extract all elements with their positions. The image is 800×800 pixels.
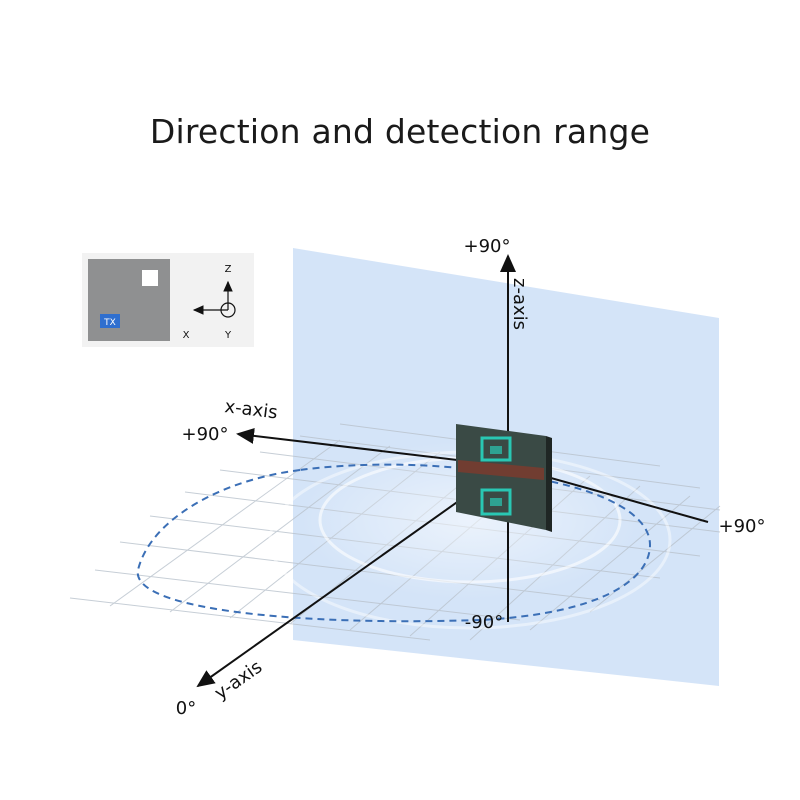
orientation-inset: TX Z X Y [82, 253, 254, 347]
x-axis-right-label: +90° [719, 516, 766, 537]
inset-y-label: Y [224, 330, 232, 341]
rx-square [142, 270, 158, 286]
z-axis-bottom-label: -90° [465, 612, 503, 633]
x-axis-label: x-axis [223, 396, 278, 423]
sensor-module [456, 424, 552, 532]
x-axis-left-label: +90° [182, 424, 229, 445]
inset-z-label: Z [225, 264, 232, 275]
antenna-tx-icon [480, 488, 512, 516]
inset-y-circle [220, 302, 236, 318]
detection-range-outline [136, 463, 652, 623]
tx-badge-label: TX [103, 318, 116, 328]
y-axis-end-label: 0° [176, 698, 196, 719]
inset-x-label: X [183, 330, 190, 341]
y-axis-label: y-axis [211, 657, 266, 705]
z-axis-top-label: +90° [464, 236, 511, 257]
tx-badge [100, 314, 120, 328]
z-axis-label: z-axis [509, 278, 530, 330]
diagram-title: Direction and detection range [149, 112, 651, 151]
antenna-rx-icon [480, 436, 512, 462]
